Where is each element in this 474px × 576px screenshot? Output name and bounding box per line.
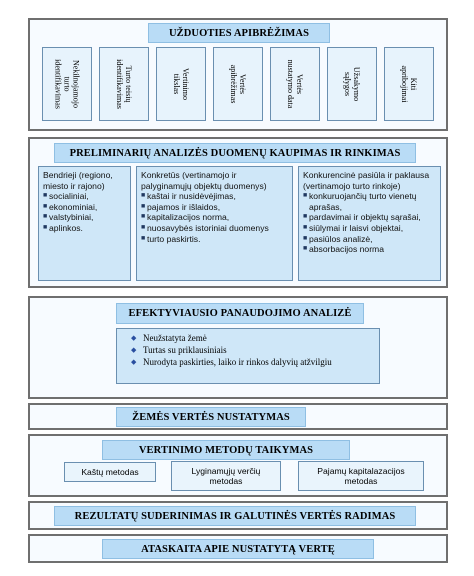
list-item: ◆Neužstatyta žemė [131,333,207,343]
list-item: ■valstybiniai, [43,212,94,223]
square-bullet-icon: ■ [303,245,308,253]
square-bullet-icon: ■ [43,223,48,231]
preliminary-data-title: PRELIMINARIŲ ANALIZĖS DUOMENŲ KAUPIMAS I… [54,143,416,163]
general-data-list: ■socialiniai, ■ekonominiai, ■valstybinia… [43,191,126,233]
specific-data-head: Konkretūs (vertinamojo ir palyginamųjų o… [141,170,267,191]
column-label-line: sąlygos [343,72,352,96]
square-bullet-icon: ■ [141,202,146,210]
column-label-line: apribojimai [400,65,409,103]
sales-comparison-method-box: Lyginamųjų verčių metodas [171,461,281,491]
square-bullet-icon: ■ [303,213,308,221]
column-label-line: Kiti [409,77,418,91]
list-item: ■siūlymai ir laisvi objektai, [303,222,404,233]
list-item: ■pardavimai ir objektų sąrašai, [303,212,421,223]
square-bullet-icon: ■ [141,234,146,242]
list-item: ■pajamos ir išlaidos, [141,201,221,212]
column-label-line: identifikavimas [53,59,63,109]
diamond-bullet-icon: ◆ [131,346,137,354]
list-item: ■turto paskirtis. [141,233,201,244]
column-label-line: Vertinimo [181,68,190,100]
cost-method-box: Kaštų metodas [64,462,156,482]
land-value-section: ŽEMĖS VERTĖS NUSTATYMAS [28,403,448,430]
general-data-head: Bendrieji (regiono, miesto ir rajono) [43,170,113,191]
square-bullet-icon: ■ [43,213,48,221]
land-value-title: ŽEMĖS VERTĖS NUSTATYMAS [116,407,306,427]
list-item: ■socialiniai, [43,191,89,202]
competitive-supply-box: Konkurencinė pasiūla ir paklausa (vertin… [298,166,441,281]
list-item: ◆Nurodyta paskirties, laiko ir rinkos da… [131,357,332,367]
column-label-line: apibrėžimas [229,64,238,104]
competitive-supply-list: ■konkuruojančių turto vienetų aprašas, ■… [303,191,436,255]
square-bullet-icon: ■ [303,234,308,242]
preliminary-data-section: PRELIMINARIŲ ANALIZĖS DUOMENŲ KAUPIMAS I… [28,137,448,288]
list-item: ■aplinkos. [43,222,83,233]
valuation-methods-section: VERTINIMO METODŲ TAIKYMAS Kaštų metodas … [28,434,448,497]
report-section: ATASKAITA APIE NUSTATYTĄ VERTĘ [28,534,448,563]
list-item: ■pasiūlos analizė, [303,233,373,244]
square-bullet-icon: ■ [43,202,48,210]
income-capitalization-method-box: Pajamų kapitalazacijos metodas [298,461,424,491]
diamond-bullet-icon: ◆ [131,358,137,366]
list-item: ■absorbacijos norma [303,244,384,255]
specific-data-list: ■kaštai ir nusidėvėjimas, ■pajamos ir iš… [141,191,288,244]
competitive-supply-head: Konkurencinė pasiūla ir paklausa (vertin… [303,170,430,191]
task-definition-title: UŽDUOTIES APIBRĖŽIMAS [148,23,330,43]
square-bullet-icon: ■ [43,192,48,200]
square-bullet-icon: ■ [303,223,308,231]
general-data-box: Bendrieji (regiono, miesto ir rajono) ■s… [38,166,131,281]
list-item: ■ekonominiai, [43,201,98,212]
reconciliation-title: REZULTATŲ SUDERINIMAS IR GALUTINĖS VERTĖ… [54,506,416,526]
valuation-methods-title: VERTINIMO METODŲ TAIKYMAS [102,440,350,460]
column-label-line: tikslas [172,73,181,95]
column-label-line: Turto teisių [124,65,133,103]
list-item: ■nuosavybės istoriniai duomenys [141,222,269,233]
square-bullet-icon: ■ [141,192,146,200]
column-label-line: nustatymo data [286,59,295,109]
highest-best-use-section: EFEKTYVIAUSIO PANAUDOJIMO ANALIZĖ ◆Neužs… [28,296,448,399]
square-bullet-icon: ■ [141,213,146,221]
column-label-line: Užsakymo [352,66,361,102]
square-bullet-icon: ■ [303,192,308,200]
square-bullet-icon: ■ [141,223,146,231]
column-label-line: turto [62,76,72,92]
diamond-bullet-icon: ◆ [131,334,137,342]
column-label-line: identifikavimas [115,59,124,109]
column-label-line: Vertės [295,74,304,94]
report-title: ATASKAITA APIE NUSTATYTĄ VERTĘ [102,539,374,559]
list-item: ■kapitalizacijos norma, [141,212,230,223]
list-item: ■kaštai ir nusidėvėjimas, [141,191,236,202]
highest-best-use-list: ◆Neužstatyta žemė ◆Turtas su priklausini… [131,333,373,368]
column-label-line: Nekilnojamojo [71,59,81,108]
highest-best-use-title: EFEKTYVIAUSIO PANAUDOJIMO ANALIZĖ [116,303,364,324]
list-item: ■konkuruojančių turto vienetų aprašas, [303,191,417,212]
specific-data-box: Konkretūs (vertinamojo ir palyginamųjų o… [136,166,293,281]
column-label-line: Vertės [238,74,247,94]
highest-best-use-box: ◆Neužstatyta žemė ◆Turtas su priklausini… [116,328,380,384]
list-item: ◆Turtas su priklausiniais [131,345,227,355]
reconciliation-section: REZULTATŲ SUDERINIMAS IR GALUTINĖS VERTĖ… [28,501,448,530]
